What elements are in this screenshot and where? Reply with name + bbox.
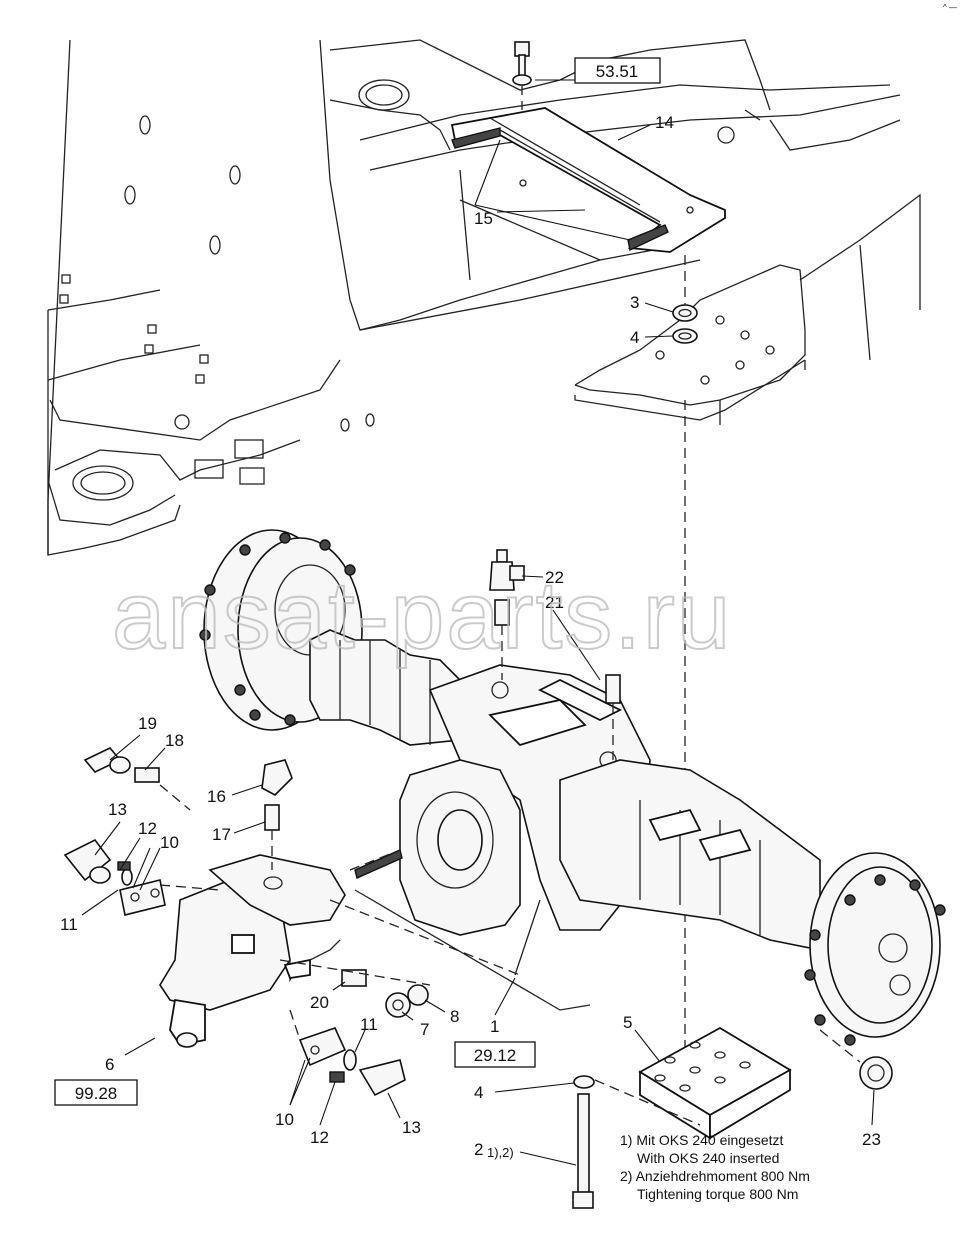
label-10-upper: 10 xyxy=(160,833,179,852)
label-5: 5 xyxy=(623,1013,632,1032)
axle-assembly-1 xyxy=(199,529,946,1046)
top-bolt xyxy=(512,41,532,110)
ref-99-28: 99.28 xyxy=(75,1084,118,1103)
label-2-note: 1),2) xyxy=(487,1145,514,1160)
label-18: 18 xyxy=(165,731,184,750)
wear-plate-14 xyxy=(450,107,726,253)
nut-3-washer-4 xyxy=(672,255,698,344)
part-labels: 1 2 1),2) 3 4 4 5 6 7 8 10 10 11 11 12 1… xyxy=(60,113,881,1160)
label-10-lower: 10 xyxy=(275,1110,294,1129)
footnotes: 1) Mit OKS 240 eingesetzt With OKS 240 i… xyxy=(620,1132,810,1202)
watermark: ansat-parts.ru xyxy=(112,562,732,669)
label-7: 7 xyxy=(420,1020,429,1039)
label-16: 16 xyxy=(207,787,226,806)
fittings-20-7-8 xyxy=(279,959,431,1018)
label-2: 2 xyxy=(474,1140,483,1159)
bolt-2 xyxy=(572,1075,701,1209)
label-4-upper: 4 xyxy=(630,328,639,347)
note-2-de: 2) Anziehdrehmoment 800 Nm xyxy=(620,1168,810,1184)
label-3: 3 xyxy=(630,293,639,312)
label-13-upper: 13 xyxy=(108,800,127,819)
fittings-left-lower xyxy=(289,1009,406,1097)
label-11-upper: 11 xyxy=(60,915,78,934)
fittings-21-22 xyxy=(489,549,621,760)
label-4-lower: 4 xyxy=(474,1083,483,1102)
chassis-frame xyxy=(47,39,921,556)
label-1: 1 xyxy=(490,1017,499,1036)
label-12-upper: 12 xyxy=(138,819,157,838)
label-21: 21 xyxy=(545,593,564,612)
label-13-lower: 13 xyxy=(402,1118,421,1137)
label-17: 17 xyxy=(212,825,231,844)
label-20: 20 xyxy=(310,993,329,1012)
leader-lines xyxy=(81,79,875,1166)
label-14: 14 xyxy=(655,113,674,132)
valve-block-6 xyxy=(159,849,521,1048)
note-2-en: Tightening torque 800 Nm xyxy=(637,1186,798,1202)
pad-5 xyxy=(638,1026,792,1140)
note-1-en: With OKS 240 inserted xyxy=(637,1150,779,1166)
label-15: 15 xyxy=(474,209,493,228)
reference-boxes: 53.51 29.12 99.28 xyxy=(54,57,661,1106)
label-12-lower: 12 xyxy=(310,1128,329,1147)
ref-29-12: 29.12 xyxy=(474,1046,517,1065)
label-6: 6 xyxy=(105,1055,114,1074)
nut-23 xyxy=(819,1029,893,1090)
fittings-18-19 xyxy=(83,747,191,811)
note-1-de: 1) Mit OKS 240 eingesetzt xyxy=(620,1132,784,1148)
fittings-16-17 xyxy=(261,759,293,870)
label-23: 23 xyxy=(862,1130,881,1149)
ref-53-51: 53.51 xyxy=(596,62,639,81)
label-22: 22 xyxy=(545,568,564,587)
label-8: 8 xyxy=(450,1007,459,1026)
label-11-lower: 11 xyxy=(360,1015,378,1034)
label-19: 19 xyxy=(138,714,157,733)
corner-mark: ^ — xyxy=(943,3,957,12)
